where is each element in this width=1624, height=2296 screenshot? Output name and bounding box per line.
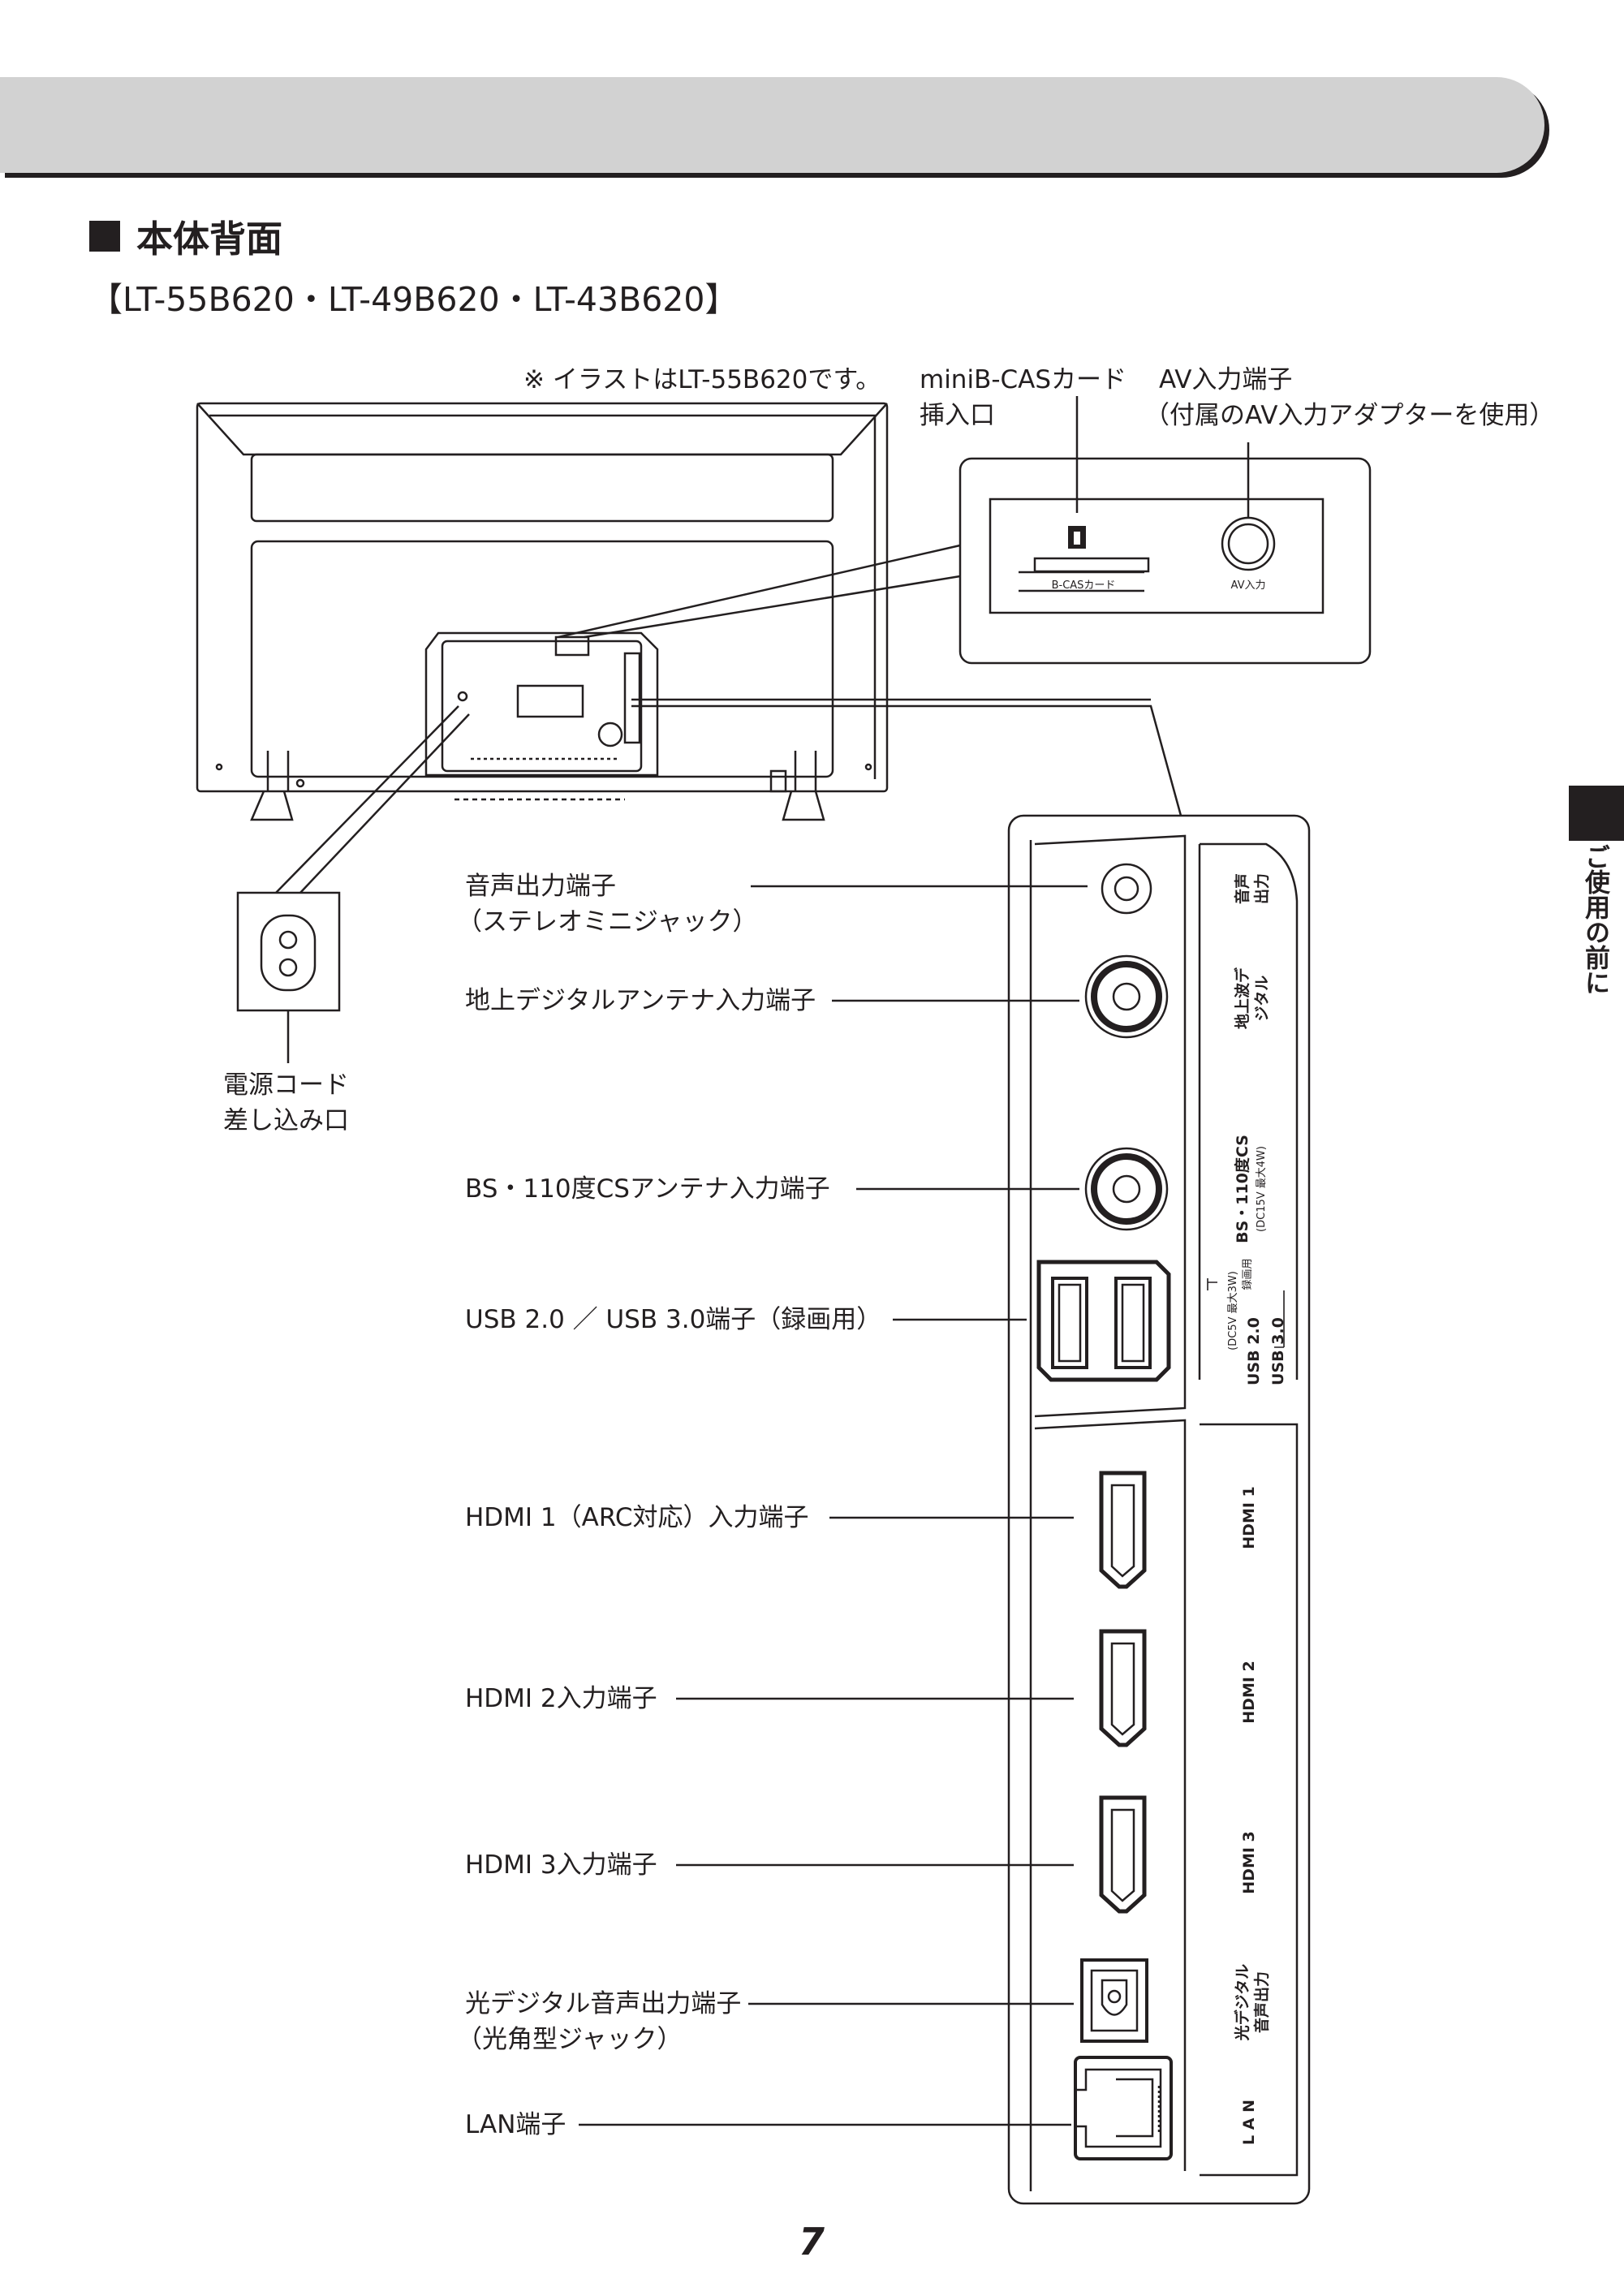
svg-text:BS・110度CS: BS・110度CS	[1233, 1135, 1251, 1243]
callout-hdmi1: HDMI 1（ARC対応）入力端子	[465, 1503, 809, 1532]
panel-label-optical: 光デジタル 音声出力	[1233, 1964, 1271, 2042]
tv-rear-illustration	[196, 402, 889, 821]
illustration-note: ※ イラストはLT-55B620です。	[523, 365, 881, 394]
panel-label-hdmi1: HDMI 1	[1240, 1486, 1258, 1549]
callout-minibcas-1: miniB-CASカード	[920, 365, 1127, 394]
header-bar	[0, 77, 1544, 173]
panel-label-terrestrial: 地上波デ ジタル	[1233, 967, 1271, 1029]
callout-optical-1: 光デジタル音声出力端子	[465, 1989, 742, 2018]
side-tab-marker	[1569, 786, 1624, 841]
callout-usb: USB 2.0 ／ USB 3.0端子（録画用）	[465, 1305, 882, 1334]
black-square-icon	[89, 220, 120, 252]
panel-label-bscs: BS・110度CS (DC15V 最大4W)	[1233, 1135, 1268, 1243]
panel-label-audio-out: 音声 出力	[1233, 873, 1271, 904]
callout-bscs: BS・110度CSアンテナ入力端子	[465, 1174, 830, 1204]
svg-text:音声出力: 音声出力	[1252, 1971, 1271, 2033]
svg-text:音声: 音声	[1233, 873, 1251, 904]
callout-power-1: 電源コード	[223, 1070, 349, 1100]
callout-terrestrial: 地上デジタルアンテナ入力端子	[465, 986, 816, 1015]
callout-hdmi2: HDMI 2入力端子	[465, 1684, 657, 1713]
terminal-panel	[631, 698, 1311, 2205]
callout-power-2: 差し込み口	[223, 1106, 349, 1135]
section-title: 本体背面	[89, 209, 282, 262]
bcas-label: B-CASカード	[1052, 579, 1116, 592]
panel-label-hdmi3: HDMI 3	[1240, 1831, 1258, 1893]
callout-av-input-2: （付属のAV入力アダプターを使用）	[1144, 401, 1555, 430]
svg-text:USB 2.0: USB 2.0	[1245, 1317, 1263, 1385]
callout-leaders	[579, 885, 1088, 2126]
panel-label-hdmi2: HDMI 2	[1240, 1661, 1258, 1723]
callout-minibcas-2: 挿入口	[920, 401, 995, 430]
svg-text:(DC15V 最大4W): (DC15V 最大4W)	[1256, 1146, 1268, 1232]
av-label: AV入力	[1231, 579, 1266, 592]
page-number: 7	[798, 2220, 825, 2264]
panel-label-usb: (DC5V 最大3W) 録画用 USB 2.0 USB 3.0	[1227, 1258, 1287, 1385]
side-tab-label: ご使用の前に	[1580, 844, 1609, 995]
bcas-card-icon	[1068, 526, 1086, 549]
callout-optical-2: （光角型ジャック）	[457, 2025, 683, 2054]
callout-lan: LAN端子	[465, 2110, 566, 2139]
callout-hdmi3: HDMI 3入力端子	[465, 1850, 657, 1880]
callout-audio-out-2: （ステレオミニジャック）	[457, 907, 758, 937]
panel-label-lan: L A N	[1240, 2100, 1258, 2145]
svg-text:出力: 出力	[1252, 873, 1271, 904]
callout-av-input-1: AV入力端子	[1159, 365, 1293, 394]
svg-text:ジタル: ジタル	[1253, 976, 1271, 1022]
svg-text:(DC5V 最大3W): (DC5V 最大3W)	[1227, 1271, 1239, 1350]
model-list: 【LT-55B620・LT-49B620・LT-43B620】	[89, 280, 739, 319]
svg-text:録画用: 録画用	[1242, 1258, 1254, 1290]
svg-text:地上波デ: 地上波デ	[1233, 967, 1251, 1029]
callout-audio-out-1: 音声出力端子	[465, 872, 616, 901]
bcas-av-inset	[558, 396, 1372, 665]
power-inlet	[236, 705, 470, 1063]
section-title-text: 本体背面	[136, 218, 283, 261]
svg-text:USB 3.0: USB 3.0	[1269, 1317, 1287, 1385]
svg-text:光デジタル: 光デジタル	[1233, 1964, 1251, 2042]
